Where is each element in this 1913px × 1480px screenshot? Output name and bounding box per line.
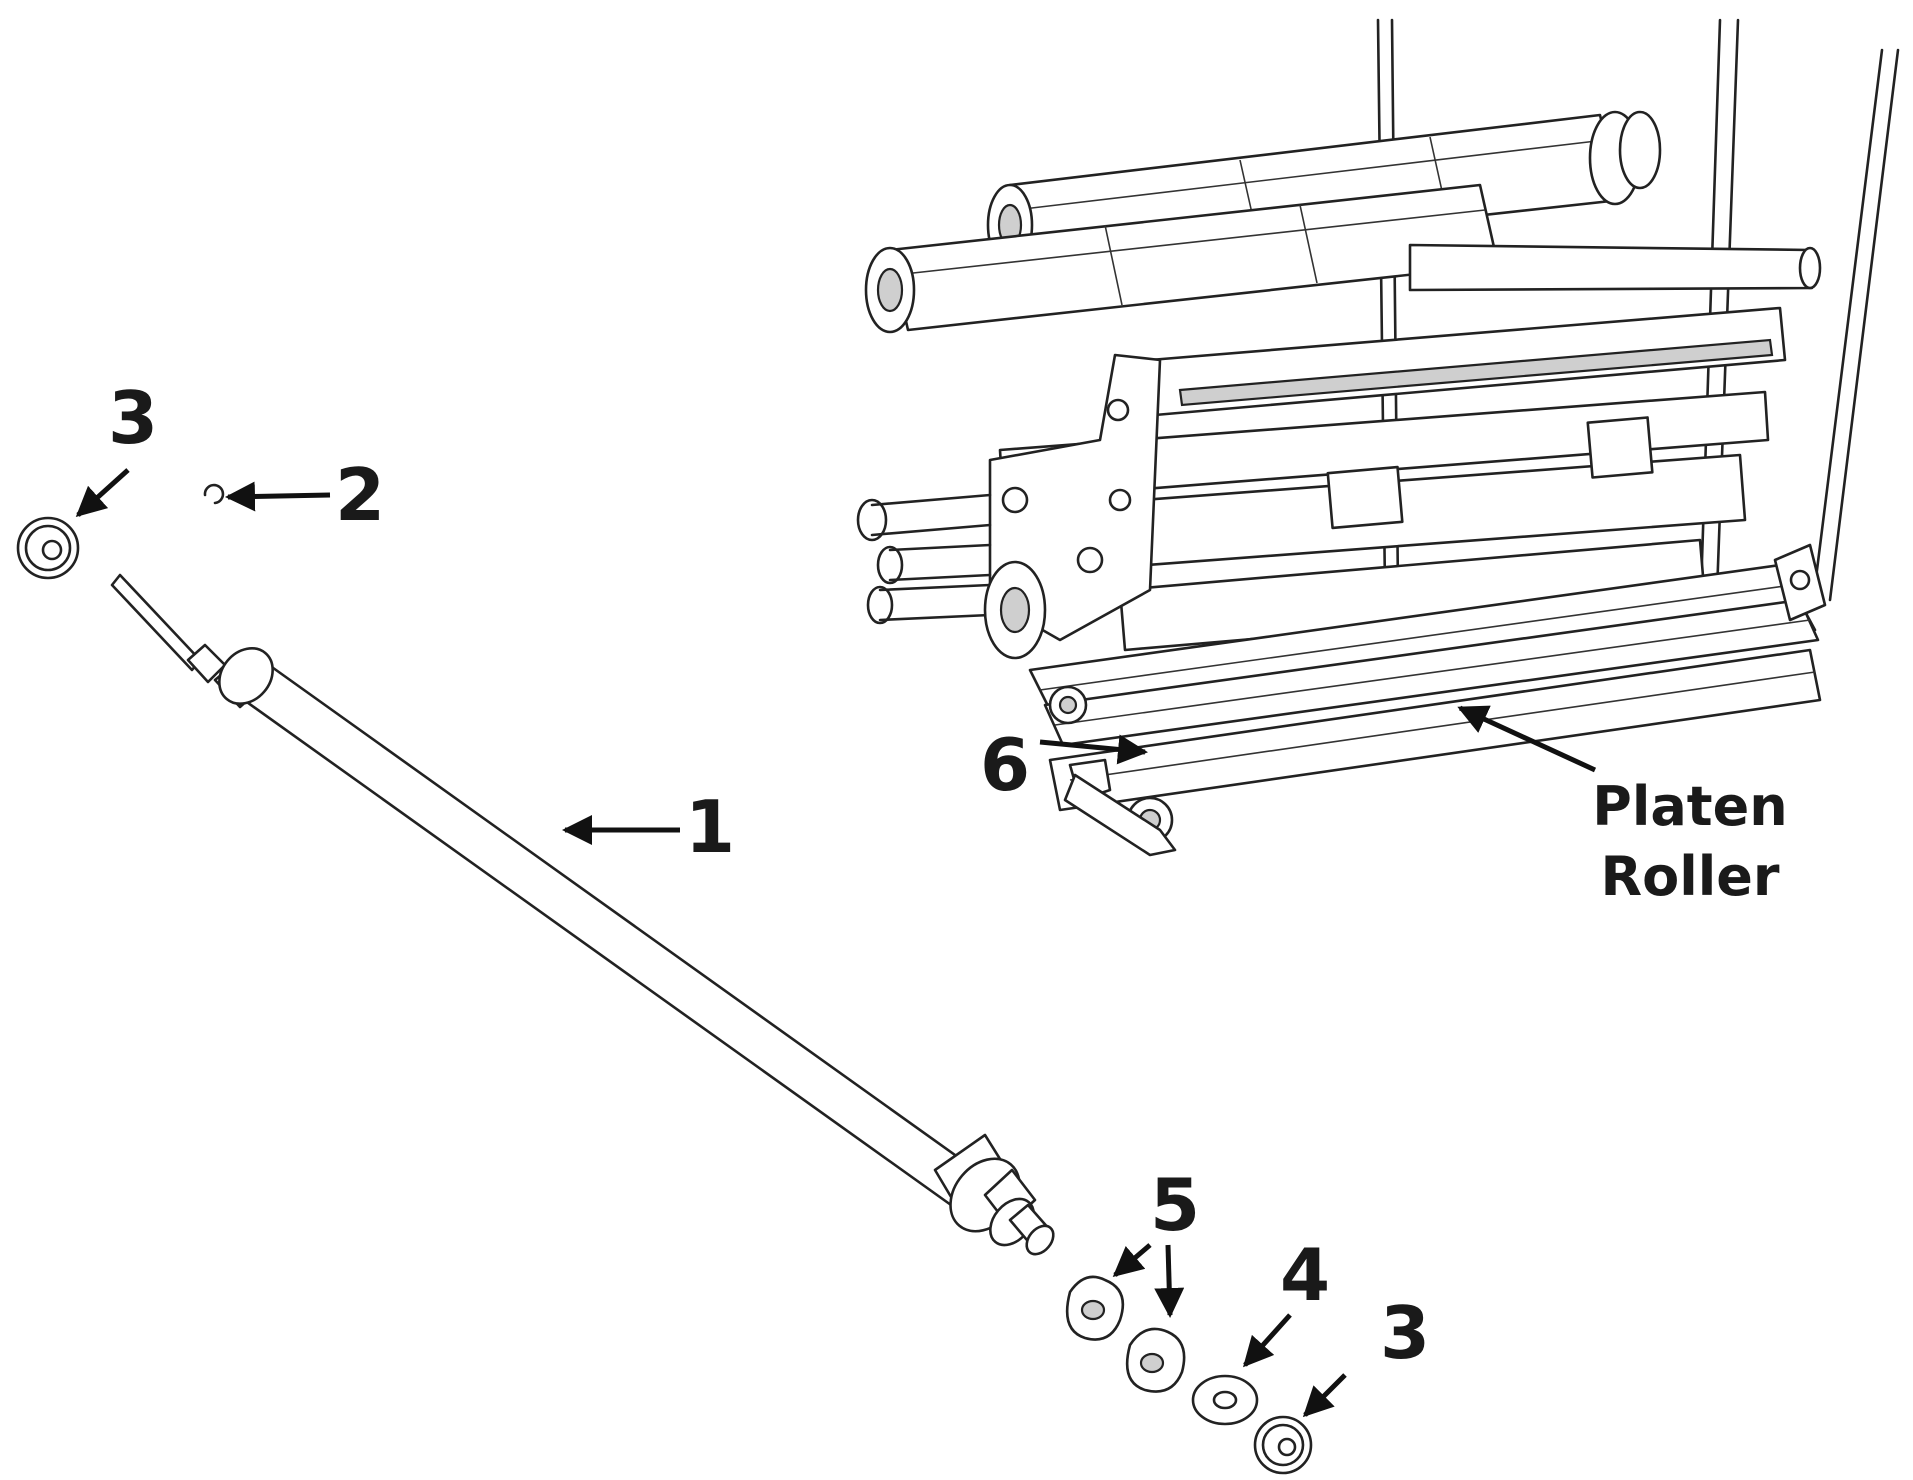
callout-labels: 3 2 1 6 Platen Roller 5 4 3: [108, 376, 1788, 1375]
side-plate: [988, 353, 1162, 642]
arrow-platen-roller: [1457, 705, 1597, 773]
arrow-part-5-b: [1154, 1244, 1185, 1318]
label-platen-line1: Platen: [1592, 775, 1787, 838]
guide-bar: [1408, 243, 1822, 292]
label-part-2: 2: [335, 453, 385, 537]
printer-mechanism: [856, 18, 1900, 857]
arrow-part-2: [225, 481, 331, 512]
bearing-left: [16, 516, 80, 580]
arrow-part-3-left: [75, 468, 130, 518]
label-part-3-right: 3: [1380, 1291, 1430, 1375]
ribbon-takeup-spindle: [864, 183, 1500, 334]
arrow-part-4: [1242, 1313, 1292, 1368]
installed-platen-roller: [1028, 543, 1827, 857]
bearing-right: [1253, 1415, 1313, 1475]
print-head-assembly: [998, 306, 1787, 652]
arrow-part-3-right: [1302, 1373, 1347, 1418]
leader-arrows: [75, 468, 1597, 1418]
label-part-3-left: 3: [108, 376, 158, 460]
platen-roller-shaft: [110, 573, 1055, 1256]
label-platen-line2: Roller: [1601, 845, 1780, 908]
label-part-5: 5: [1150, 1163, 1200, 1247]
left-hardware: [856, 493, 1047, 660]
eccentric-washer-b: [1125, 1327, 1186, 1393]
arrow-part-5-a: [1112, 1243, 1152, 1277]
e-clip: [203, 483, 225, 505]
label-part-4: 4: [1280, 1233, 1330, 1317]
label-part-6: 6: [980, 723, 1030, 807]
arrow-part-6: [1039, 734, 1148, 765]
eccentric-washer-a: [1065, 1275, 1125, 1341]
flat-washer: [1191, 1374, 1259, 1426]
label-part-1: 1: [685, 785, 735, 869]
